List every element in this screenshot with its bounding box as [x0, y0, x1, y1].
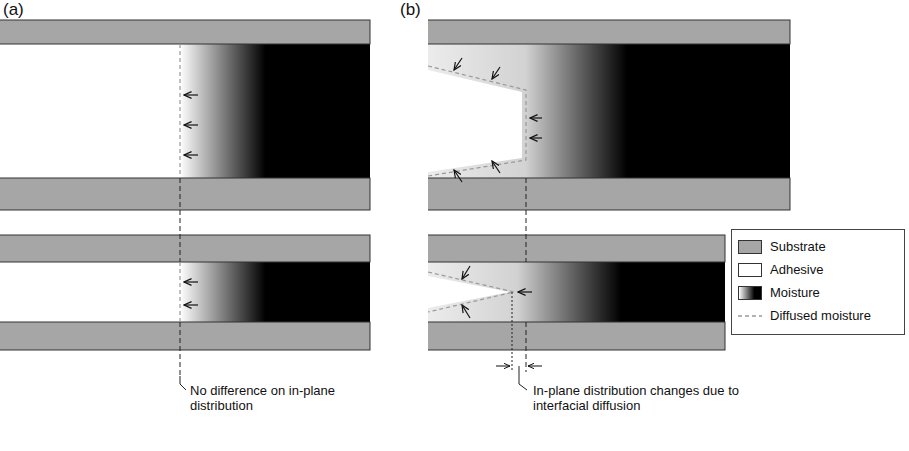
annotation-note: In-plane distribution changes due to int…: [533, 383, 763, 413]
annotation-note: No difference on in-plane distribution: [190, 383, 340, 413]
legend-swatch: [738, 263, 762, 277]
panel-label: (b): [400, 0, 421, 19]
legend-label: Adhesive: [770, 262, 823, 278]
legend-label: Diffused moisture: [770, 308, 871, 324]
legend-label: Substrate: [770, 239, 826, 255]
panel-label: (a): [3, 0, 24, 19]
legend-label: Moisture: [770, 285, 820, 301]
legend-swatch: [738, 286, 762, 300]
legend-box: SubstrateAdhesiveMoistureDiffused moistu…: [731, 229, 905, 335]
legend-swatch: [738, 240, 762, 254]
legend-line-sample: [738, 309, 762, 323]
